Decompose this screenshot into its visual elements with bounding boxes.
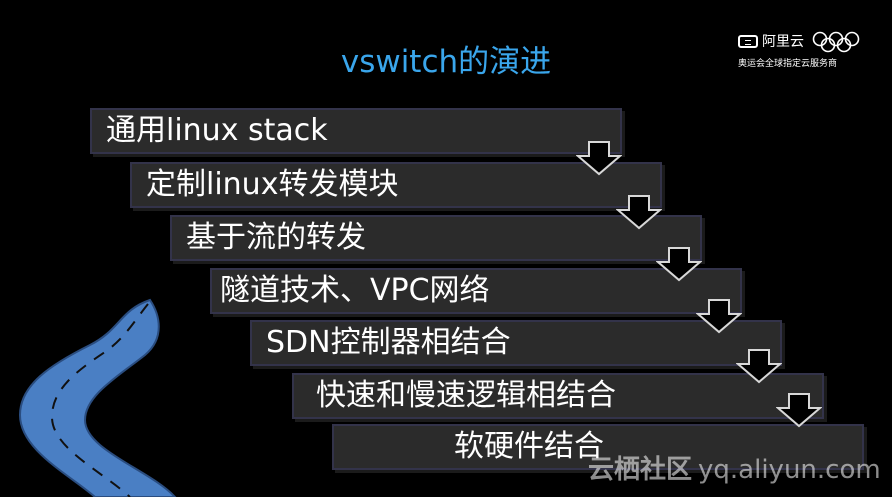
step-6: 快速和慢速逻辑相结合 bbox=[292, 373, 824, 419]
step-6-label: 快速和慢速逻辑相结合 bbox=[316, 378, 616, 413]
step-4: 隧道技术、VPC网络 bbox=[210, 268, 742, 314]
step-5: SDN控制器相结合 bbox=[250, 320, 782, 366]
step-2-label: 定制linux转发模块 bbox=[146, 167, 399, 202]
down-arrow-icon bbox=[736, 349, 782, 384]
step-5-label: SDN控制器相结合 bbox=[266, 325, 511, 360]
aliyun-logo: 阿里云 奥运会全球指定云服务商 bbox=[738, 30, 868, 74]
aliyun-logo-icon bbox=[738, 35, 758, 48]
down-arrow-icon bbox=[616, 195, 662, 230]
step-3: 基于流的转发 bbox=[170, 215, 702, 261]
watermark-cn: 云栖社区 bbox=[588, 455, 693, 485]
down-arrow-icon bbox=[696, 299, 742, 334]
step-4-label: 隧道技术、VPC网络 bbox=[220, 273, 490, 308]
logo-brand: 阿里云 bbox=[738, 30, 804, 54]
step-3-label: 基于流的转发 bbox=[186, 220, 366, 255]
watermark-url: yq.aliyun.com bbox=[698, 455, 881, 485]
road-illustration bbox=[18, 298, 177, 497]
slide-title: vswitch的演进 bbox=[340, 44, 552, 80]
step-7-label: 软硬件结合 bbox=[454, 429, 604, 464]
step-1: 通用linux stack bbox=[90, 108, 622, 154]
step-7: 软硬件结合 bbox=[332, 424, 864, 470]
logo-tagline: 奥运会全球指定云服务商 bbox=[738, 59, 838, 69]
step-1-label: 通用linux stack bbox=[106, 113, 328, 148]
down-arrow-icon bbox=[576, 141, 622, 176]
olympic-rings-icon bbox=[812, 31, 860, 53]
down-arrow-icon bbox=[776, 393, 822, 428]
logo-brand-text: 阿里云 bbox=[762, 34, 804, 50]
down-arrow-icon bbox=[656, 247, 702, 282]
step-2: 定制linux转发模块 bbox=[130, 162, 662, 208]
